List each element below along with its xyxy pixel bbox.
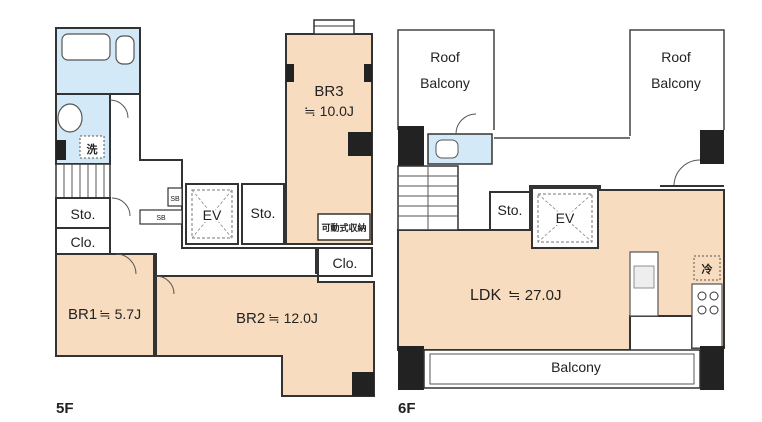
ev-5f-label: EV bbox=[203, 207, 222, 223]
closet-clo-right bbox=[317, 247, 373, 277]
ldk-label: LDK bbox=[470, 287, 501, 304]
wall-block bbox=[364, 64, 372, 82]
floor-label-5f: 5F bbox=[56, 400, 74, 417]
toilet-icon-6f bbox=[435, 139, 459, 159]
ldk-area: ≒ 27.0J bbox=[508, 287, 561, 304]
bathtub-icon bbox=[61, 33, 111, 61]
br1-area: ≒ 5.7J bbox=[99, 306, 141, 322]
balcony-label: Balcony bbox=[551, 359, 601, 375]
fridge-label: 冷 bbox=[702, 262, 713, 276]
storage-sto-mid bbox=[241, 183, 285, 245]
shoebox-1 bbox=[167, 187, 183, 207]
clo-left-label: Clo. bbox=[71, 234, 96, 250]
roof-right-line1: Roof bbox=[661, 49, 691, 65]
br3-area: ≒ 10.0J bbox=[304, 103, 354, 119]
clo-right-label: Clo. bbox=[333, 255, 358, 271]
sink-icon bbox=[57, 103, 83, 133]
ev-6f-label: EV bbox=[556, 210, 575, 226]
stairs-5f bbox=[55, 163, 111, 199]
door-arc bbox=[111, 197, 131, 217]
washer-label: 洗 bbox=[87, 142, 98, 156]
storage-sto-6f bbox=[489, 191, 531, 231]
floor-label-6f: 6F bbox=[398, 400, 416, 417]
closet-clo-left bbox=[55, 227, 111, 255]
sto-6f-label: Sto. bbox=[498, 202, 523, 218]
toilet-icon bbox=[115, 35, 135, 65]
br1-label: BR1 bbox=[68, 306, 97, 323]
movable-storage bbox=[317, 213, 371, 241]
storage-sto-left bbox=[55, 197, 111, 229]
br2-label: BR2 bbox=[236, 310, 265, 327]
wall-block bbox=[348, 132, 372, 156]
wall-block bbox=[398, 126, 424, 166]
sto-left-label: Sto. bbox=[71, 206, 96, 222]
wall-block bbox=[398, 346, 424, 390]
roof-balcony-right bbox=[629, 29, 725, 136]
door-arc bbox=[115, 253, 137, 275]
br2-area: ≒ 12.0J bbox=[268, 310, 318, 326]
wall-block bbox=[286, 64, 294, 82]
stairs-6f bbox=[397, 165, 459, 231]
room-br2 bbox=[155, 275, 375, 397]
movable-storage-label: 可動式収納 bbox=[321, 222, 366, 233]
wall-block bbox=[352, 372, 374, 396]
balcony-6f bbox=[423, 349, 701, 389]
sb1-label: SB bbox=[170, 196, 180, 203]
door-arc bbox=[155, 275, 175, 295]
roof-left-line1: Roof bbox=[430, 49, 460, 65]
br3-label: BR3 bbox=[314, 83, 343, 100]
door-arc bbox=[673, 159, 701, 187]
corridor-wall bbox=[110, 253, 157, 276]
roof-balcony-left bbox=[397, 29, 495, 130]
shoebox-2 bbox=[139, 209, 183, 225]
window-br3 bbox=[313, 19, 355, 35]
sink-icon-6f bbox=[633, 265, 655, 289]
stove-icon bbox=[697, 291, 719, 315]
wall-block bbox=[56, 140, 66, 160]
floor-5f: 洗 Sto. Clo. SB SB EV bbox=[55, 19, 375, 417]
room-br1 bbox=[55, 253, 155, 357]
wall-block bbox=[700, 130, 724, 164]
wall-block bbox=[700, 346, 724, 390]
door-arc bbox=[455, 113, 477, 135]
fridge-space bbox=[693, 255, 721, 281]
stove bbox=[691, 283, 723, 349]
floor-6f: Roof Balcony Roof Balcony Sto. bbox=[397, 29, 725, 417]
door-arc bbox=[109, 99, 129, 119]
roof-right-line2: Balcony bbox=[651, 75, 701, 91]
roof-left-line2: Balcony bbox=[420, 75, 470, 91]
sb2-label: SB bbox=[156, 215, 166, 222]
sto-mid-label: Sto. bbox=[251, 205, 276, 221]
washer-icon bbox=[79, 135, 105, 159]
